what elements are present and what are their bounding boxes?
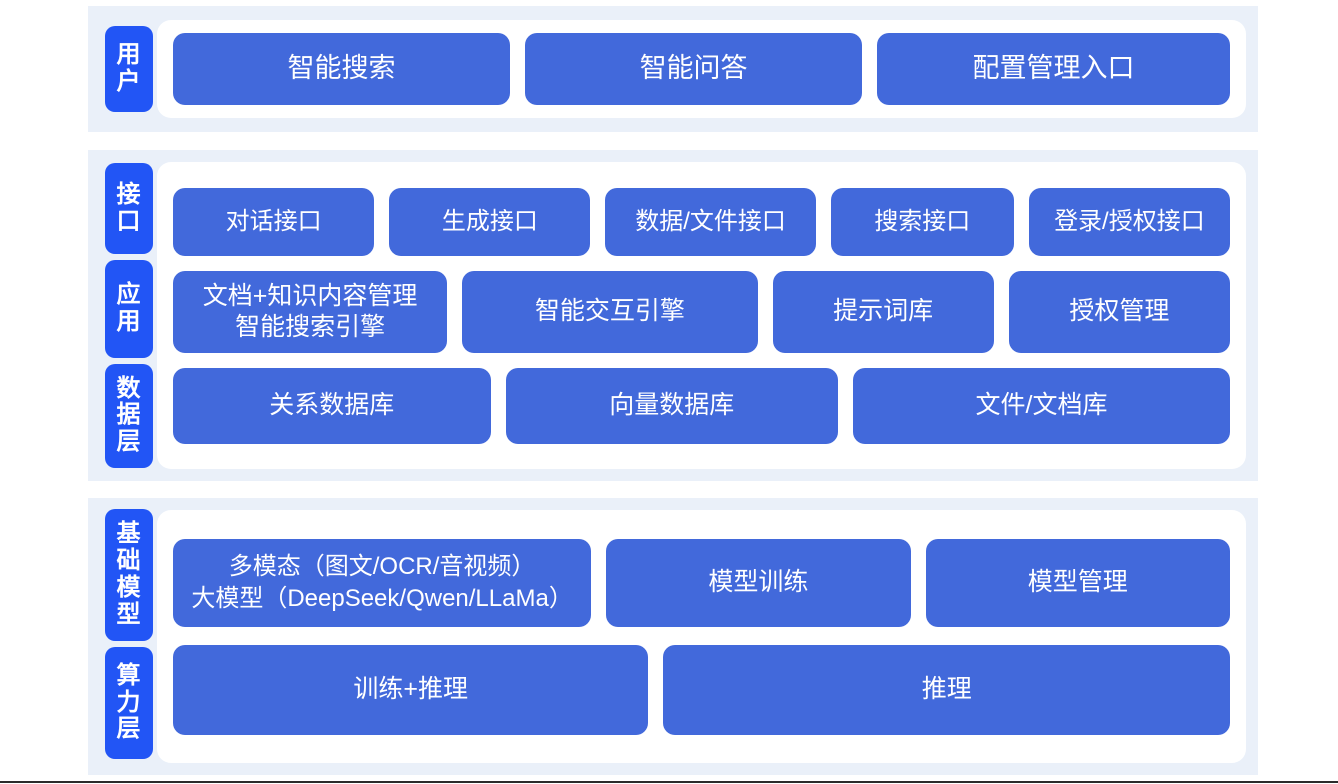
- box-model-training[interactable]: 模型训练: [606, 538, 911, 627]
- box-dialog-api[interactable]: 对话接口: [173, 187, 375, 256]
- row-user-entries: 智能搜索 智能问答 配置管理入口: [173, 33, 1230, 105]
- row-application: 文档+知识内容管理 智能搜索引擎 智能交互引擎 提示词库 授权管理: [173, 270, 1231, 353]
- box-generation-api[interactable]: 生成接口: [389, 187, 591, 256]
- box-smart-qa[interactable]: 智能问答: [525, 33, 863, 105]
- row-foundation-model: 多模态（图文/OCR/音视频） 大模型（DeepSeek/Qwen/LLaMa）…: [173, 538, 1230, 627]
- layer-tag-compute: 算力层: [105, 647, 153, 759]
- layer-rail-platform: 接口 应用 数据层: [88, 150, 153, 481]
- layer-panel-user: 智能搜索 智能问答 配置管理入口: [157, 20, 1246, 118]
- layer-rail-infrastructure: 基础模型 算力层: [88, 498, 153, 775]
- layer-panel-platform: 对话接口 生成接口 数据/文件接口 搜索接口 登录/授权接口 文档+知识内容管理…: [157, 162, 1246, 469]
- box-training-plus-inference[interactable]: 训练+推理: [173, 644, 649, 735]
- box-doc-knowledge-management[interactable]: 文档+知识内容管理 智能搜索引擎: [173, 270, 448, 353]
- box-config-management-entry[interactable]: 配置管理入口: [877, 33, 1230, 105]
- row-compute-layer: 训练+推理 推理: [173, 644, 1230, 735]
- layer-tag-data: 数据层: [105, 363, 153, 468]
- box-data-file-api[interactable]: 数据/文件接口: [605, 187, 816, 256]
- box-relational-database[interactable]: 关系数据库: [173, 367, 491, 444]
- layer-tag-foundation-model: 基础模型: [105, 509, 153, 641]
- box-smart-search[interactable]: 智能搜索: [173, 33, 511, 105]
- box-prompt-library[interactable]: 提示词库: [772, 270, 994, 353]
- box-inference[interactable]: 推理: [663, 644, 1230, 735]
- row-data-layer: 关系数据库 向量数据库 文件/文档库: [173, 367, 1230, 444]
- box-model-management[interactable]: 模型管理: [925, 538, 1230, 627]
- box-login-auth-api[interactable]: 登录/授权接口: [1028, 187, 1231, 256]
- box-smart-interaction-engine[interactable]: 智能交互引擎: [462, 270, 758, 353]
- bottom-rule: [0, 781, 1338, 783]
- layer-band-user: 用户 智能搜索 智能问答 配置管理入口: [88, 6, 1258, 132]
- box-multimodal-large-model[interactable]: 多模态（图文/OCR/音视频） 大模型（DeepSeek/Qwen/LLaMa）: [173, 538, 592, 627]
- layer-tag-interface: 接口: [105, 163, 153, 255]
- layer-tag-user: 用户: [105, 26, 153, 112]
- layer-rail-user: 用户: [88, 6, 153, 132]
- box-file-document-store[interactable]: 文件/文档库: [852, 367, 1230, 444]
- box-vector-database[interactable]: 向量数据库: [505, 367, 838, 444]
- box-authorization-management[interactable]: 授权管理: [1008, 270, 1231, 353]
- layer-panel-infrastructure: 多模态（图文/OCR/音视频） 大模型（DeepSeek/Qwen/LLaMa）…: [157, 510, 1246, 763]
- layer-tag-application: 应用: [105, 260, 153, 358]
- box-search-api[interactable]: 搜索接口: [830, 187, 1014, 256]
- layer-band-platform: 接口 应用 数据层 对话接口 生成接口 数据/文件接口 搜索接口 登录/授权接口…: [88, 150, 1258, 481]
- row-interface: 对话接口 生成接口 数据/文件接口 搜索接口 登录/授权接口: [173, 187, 1231, 256]
- layer-band-infrastructure: 基础模型 算力层 多模态（图文/OCR/音视频） 大模型（DeepSeek/Qw…: [88, 498, 1258, 775]
